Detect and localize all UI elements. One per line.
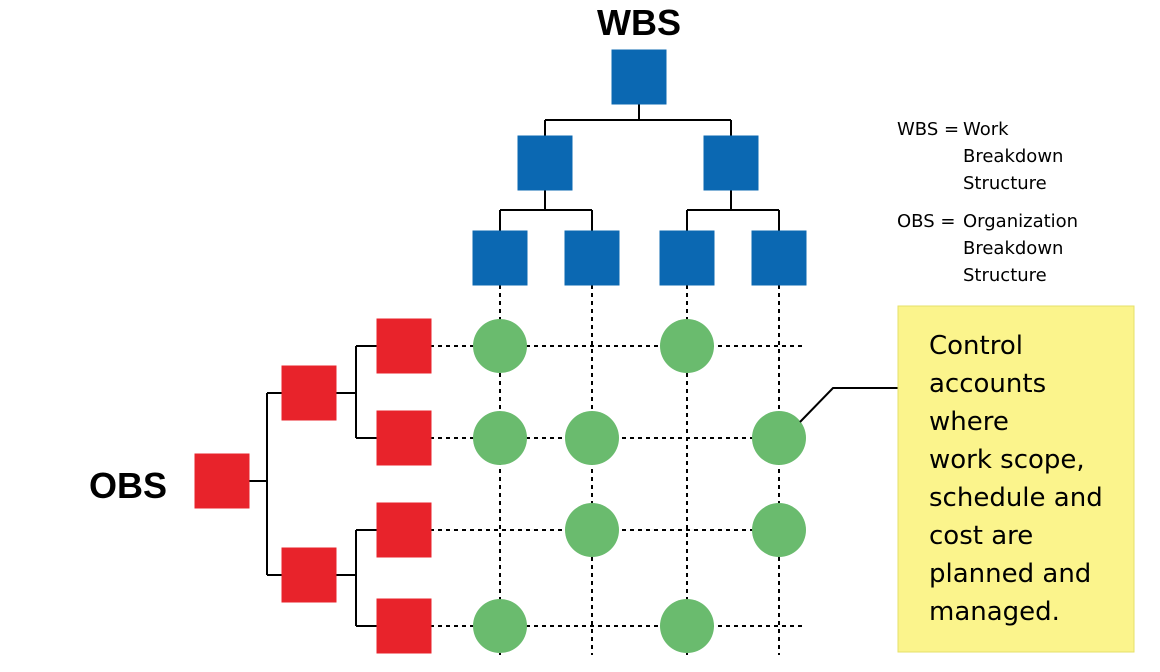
control-account-r1-c3 [660, 319, 714, 373]
obs-box-7 [376, 598, 432, 654]
obs-box-5 [376, 410, 432, 466]
callout-box [897, 305, 1135, 653]
obs-tree [194, 318, 432, 654]
legend: WBS = Work Breakdown Structure OBS = Org… [897, 119, 1078, 286]
control-account-r2-c2 [565, 411, 619, 465]
legend-wbs-line-1: Work [963, 119, 1009, 140]
legend-obs-line-1: Organization [963, 211, 1078, 232]
obs-box-3 [281, 547, 337, 603]
wbs-box-4 [472, 230, 528, 286]
wbs-box-2 [517, 135, 573, 191]
wbs-box-3 [703, 135, 759, 191]
obs-box-1 [194, 453, 250, 509]
callout: Control accounts where work scope, sched… [799, 305, 1135, 653]
wbs-tree [472, 49, 807, 286]
control-account-r3-c2 [565, 503, 619, 557]
obs-box-2 [281, 365, 337, 421]
legend-obs-line-3: Structure [963, 265, 1047, 286]
wbs-title: WBS [597, 2, 681, 43]
legend-wbs-line-2: Breakdown [963, 146, 1063, 167]
control-account-r4-c3 [660, 599, 714, 653]
wbs-box-6 [659, 230, 715, 286]
callout-line-2: accounts [929, 369, 1046, 399]
legend-wbs-term: WBS = [897, 119, 959, 140]
wbs-box-1 [611, 49, 667, 105]
control-account-r4-c1 [473, 599, 527, 653]
tree-connectors [249, 104, 780, 627]
obs-title: OBS [89, 465, 167, 506]
callout-line-1: Control [929, 331, 1023, 361]
legend-wbs-line-3: Structure [963, 173, 1047, 194]
control-account-r1-c1 [473, 319, 527, 373]
callout-line-4: work scope, [929, 445, 1085, 475]
obs-box-6 [376, 502, 432, 558]
callout-line-6: cost are [929, 521, 1033, 551]
wbs-box-5 [564, 230, 620, 286]
callout-line-3: where [929, 407, 1009, 437]
callout-line-5: schedule and [929, 483, 1103, 513]
callout-line-7: planned and [929, 559, 1091, 589]
control-account-r2-c1 [473, 411, 527, 465]
control-account-r2-c4 [752, 411, 806, 465]
legend-obs-term: OBS = [897, 211, 955, 232]
wbs-box-7 [751, 230, 807, 286]
callout-leader-line [799, 387, 898, 423]
control-accounts [473, 319, 806, 653]
callout-line-8: managed. [929, 597, 1060, 627]
obs-box-4 [376, 318, 432, 374]
legend-obs-line-2: Breakdown [963, 238, 1063, 259]
control-account-r3-c4 [752, 503, 806, 557]
